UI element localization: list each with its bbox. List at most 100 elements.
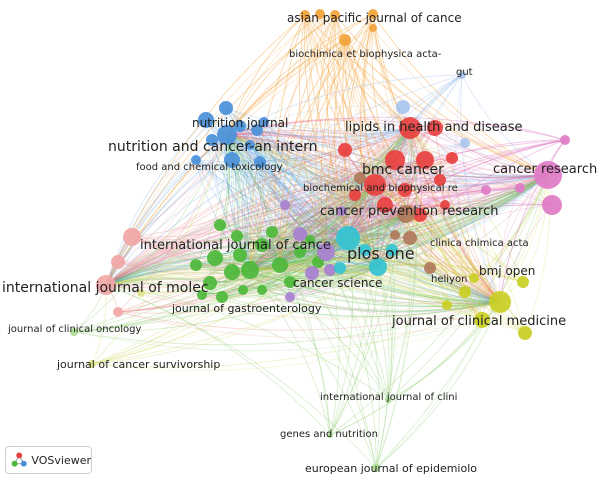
network-node-pink[interactable] — [481, 185, 491, 195]
network-node-blue[interactable] — [251, 124, 263, 136]
network-node-lightgreen[interactable] — [70, 328, 78, 336]
network-node-orange[interactable] — [368, 9, 378, 19]
network-node-green[interactable] — [197, 290, 207, 300]
network-node-orange[interactable] — [369, 24, 377, 32]
network-node-red[interactable] — [349, 189, 361, 201]
network-node-cyan[interactable] — [336, 226, 360, 250]
network-node-yellow[interactable] — [489, 291, 511, 313]
label-cancer-prevention[interactable]: cancer prevention research — [320, 204, 499, 219]
network-node-yellow[interactable] — [517, 276, 529, 288]
network-node-lightpink[interactable] — [111, 255, 125, 269]
label-clinical-oncology[interactable]: journal of clinical oncology — [7, 324, 141, 335]
label-int-clini[interactable]: international journal of clini — [320, 392, 457, 403]
network-node-blue[interactable] — [191, 155, 201, 165]
label-biochimica[interactable]: biochimica et biophysica acta- — [289, 49, 442, 60]
network-node-green[interactable] — [216, 291, 228, 303]
network-node-brown[interactable] — [354, 172, 366, 184]
network-node-blue[interactable] — [219, 101, 233, 115]
network-node-red[interactable] — [416, 151, 434, 169]
network-node-purple[interactable] — [280, 200, 290, 210]
label-ijmolec[interactable]: international journal of molec — [2, 280, 209, 296]
network-node-green[interactable] — [294, 246, 306, 258]
label-clinica[interactable]: clinica chimica acta — [430, 238, 529, 249]
network-node-blue[interactable] — [224, 152, 240, 168]
network-node-pink[interactable] — [534, 161, 562, 189]
network-node-orange[interactable] — [300, 10, 310, 20]
label-euro-epi[interactable]: european journal of epidemiolo — [305, 462, 477, 475]
network-node-green[interactable] — [241, 261, 259, 279]
label-gastro[interactable]: journal of gastroenterology — [171, 302, 322, 315]
label-nutrition-journal[interactable]: nutrition journal — [192, 116, 288, 130]
network-node-green[interactable] — [231, 230, 243, 242]
network-node-paleyellow[interactable] — [137, 289, 145, 297]
network-node-blue[interactable] — [259, 117, 269, 127]
network-node-lightpink[interactable] — [96, 275, 116, 295]
network-node-blue[interactable] — [254, 156, 266, 168]
label-biochemical[interactable]: biochemical and biophysical re — [303, 183, 458, 194]
network-node-red[interactable] — [364, 174, 386, 196]
network-node-blue[interactable] — [234, 120, 246, 132]
network-node-brown[interactable] — [403, 231, 417, 245]
network-node-red[interactable] — [440, 200, 450, 210]
network-node-brown[interactable] — [397, 205, 415, 223]
network-node-red[interactable] — [446, 152, 458, 164]
label-lipids[interactable]: lipids in health and disease — [345, 120, 522, 135]
network-node-red[interactable] — [338, 143, 352, 157]
label-food-chem[interactable]: food and chemical toxicology — [136, 162, 283, 173]
network-node-green[interactable] — [266, 226, 278, 238]
label-clinical-medicine[interactable]: journal of clinical medicine — [391, 314, 566, 329]
network-node-paleblue[interactable] — [458, 71, 466, 79]
network-node-green[interactable] — [190, 259, 202, 271]
network-node-yellow[interactable] — [518, 326, 532, 340]
network-node-blue[interactable] — [198, 112, 214, 128]
label-bmc-cancer[interactable]: bmc cancer — [362, 162, 444, 178]
network-node-lightpink[interactable] — [123, 228, 141, 246]
label-gut[interactable]: gut — [456, 67, 473, 78]
network-node-red[interactable] — [398, 183, 412, 197]
network-node-yellow[interactable] — [469, 273, 479, 283]
network-node-red[interactable] — [427, 120, 443, 136]
network-node-yellow[interactable] — [442, 300, 452, 310]
network-node-cyan[interactable] — [386, 244, 398, 256]
network-node-paleblue[interactable] — [396, 100, 410, 114]
label-nutrition-cancer[interactable]: nutrition and cancer-an intern — [108, 139, 317, 155]
label-genes-nutrition[interactable]: genes and nutrition — [280, 429, 378, 440]
network-node-red[interactable] — [385, 150, 405, 170]
label-asian-pacific[interactable]: asian pacific journal of cance — [287, 11, 462, 25]
network-node-cyan[interactable] — [359, 244, 371, 256]
network-node-red[interactable] — [377, 197, 393, 213]
network-node-green[interactable] — [238, 285, 248, 295]
label-cancer-science[interactable]: cancer science — [293, 276, 382, 290]
network-node-brown[interactable] — [390, 230, 400, 240]
network-node-purple[interactable] — [293, 227, 307, 241]
network-node-pink[interactable] — [515, 183, 525, 193]
network-node-orange[interactable] — [330, 10, 340, 20]
network-node-green[interactable] — [272, 257, 288, 273]
network-node-red[interactable] — [413, 208, 427, 222]
network-node-cyan[interactable] — [334, 262, 346, 274]
network-node-red[interactable] — [399, 117, 421, 139]
network-node-purple[interactable] — [285, 292, 295, 302]
label-cancer-research[interactable]: cancer research — [493, 162, 597, 177]
network-node-purple[interactable] — [337, 206, 347, 216]
network-node-lightgreen[interactable] — [327, 432, 333, 438]
label-plos-one[interactable]: plos one — [347, 244, 415, 263]
vosviewer-badge[interactable]: VOSviewer — [5, 446, 92, 474]
network-node-green[interactable] — [214, 219, 226, 231]
network-node-red[interactable] — [434, 174, 446, 186]
network-node-purple[interactable] — [317, 243, 335, 261]
network-node-green[interactable] — [203, 276, 217, 290]
network-node-orange[interactable] — [339, 34, 351, 46]
network-node-green[interactable] — [255, 238, 269, 252]
network-node-paleyellow[interactable] — [88, 360, 96, 368]
network-node-green[interactable] — [233, 248, 247, 262]
network-node-brown[interactable] — [424, 262, 436, 274]
network-node-blue[interactable] — [206, 134, 218, 146]
network-node-green[interactable] — [284, 276, 296, 288]
network-node-purple[interactable] — [324, 264, 336, 276]
network-node-cyan[interactable] — [369, 258, 387, 276]
network-node-green[interactable] — [224, 264, 240, 280]
network-node-green[interactable] — [305, 235, 315, 245]
network-node-lightgreen[interactable] — [385, 397, 391, 403]
label-bmj-open[interactable]: bmj open — [479, 264, 535, 278]
